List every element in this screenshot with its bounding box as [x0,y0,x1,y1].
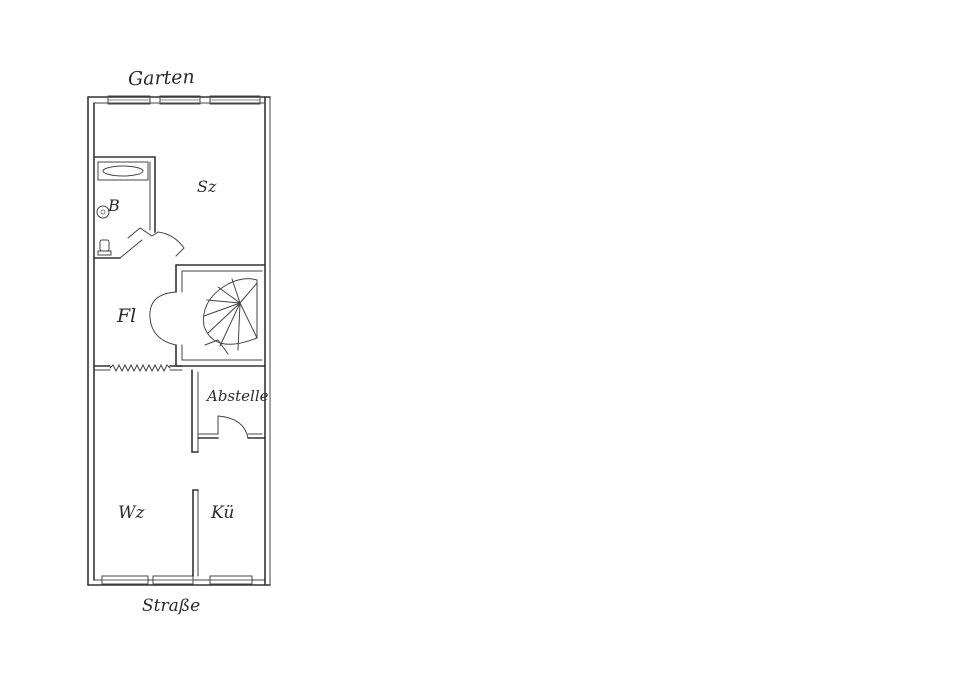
bathroom [93,156,185,259]
kitchen-partition [192,489,199,577]
stairwell [149,264,266,367]
label-living-room: Wz [118,503,145,523]
label-hallway: Fl [116,305,136,327]
label-storage: Abstelle [205,387,269,405]
label-bathroom-mark: B [107,196,120,215]
bottom-windows [101,575,253,585]
label-kitchen: Kü [210,503,234,523]
top-windows [107,95,261,105]
label-garden: Garten [128,66,195,90]
folding-door [93,363,183,373]
storage-room [191,369,266,453]
outer-walls [87,96,271,586]
label-sleeping-room: Sz [197,177,217,196]
label-street: Straße [142,596,200,616]
